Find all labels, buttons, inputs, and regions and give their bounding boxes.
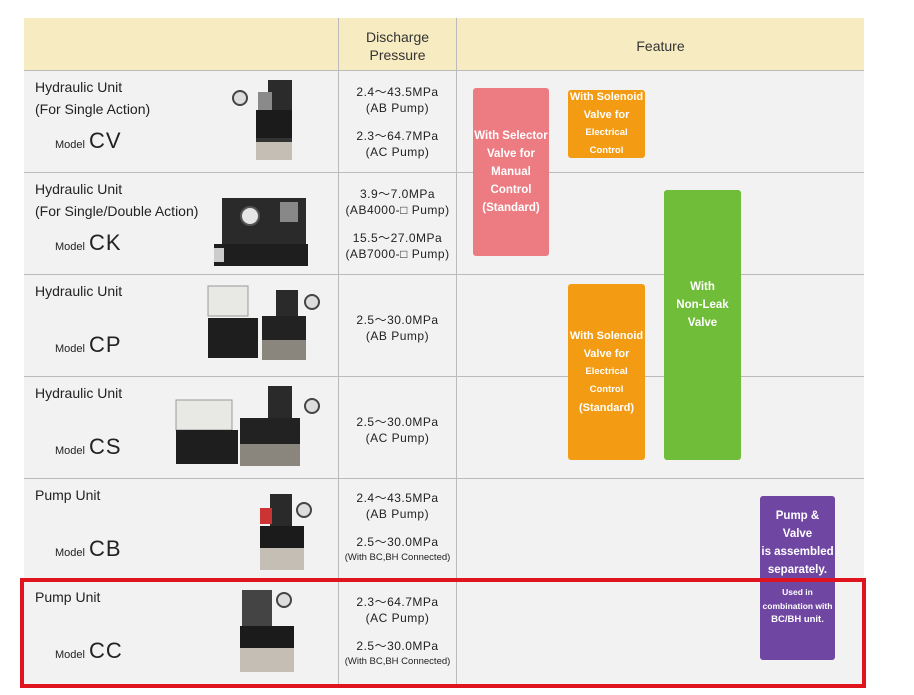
feature-non-leak-valve: With Non-Leak Valve	[664, 190, 741, 460]
row-label-cp: Hydraulic Unit	[35, 283, 123, 299]
pressure-cc-1: 2.3～64.7MPa(AC Pump)	[356, 595, 439, 625]
pressure-cs-1: 2.5～30.0MPa(AC Pump)	[356, 415, 439, 445]
pressure-cp-1: 2.5～30.0MPa(AB Pump)	[356, 313, 439, 343]
feature-solenoid-valve-1: With Solenoid Valve for Electrical Contr…	[568, 90, 645, 158]
product-image-cp	[207, 285, 320, 360]
row-label-cs: Hydraulic Unit	[35, 385, 123, 401]
column-divider	[456, 18, 457, 686]
pressure-cb-2: 2.5～30.0MPa(With BC,BH Connected)	[344, 535, 451, 563]
pressure-cv-2: 2.3～64.7MPa(AC Pump)	[356, 129, 439, 159]
row-divider	[24, 376, 864, 377]
column-divider	[338, 18, 339, 686]
pressure-cv-1: 2.4～43.5MPa(AB Pump)	[356, 85, 439, 115]
row-divider	[24, 70, 864, 71]
feature-solenoid-valve-2: With Solenoid Valve for Electrical Contr…	[568, 284, 645, 460]
feature-selector-valve: With Selector Valve for Manual Control (…	[473, 88, 549, 256]
row-label-ck: Hydraulic Unit (For Single/Double Action…	[35, 181, 199, 219]
product-image-cs	[175, 386, 320, 466]
row-divider	[24, 478, 864, 479]
pressure-cb-1: 2.4～43.5MPa(AB Pump)	[356, 491, 439, 521]
pressure-cc-2: 2.5～30.0MPa(With BC,BH Connected)	[344, 639, 451, 667]
product-image-cv	[232, 80, 292, 160]
row-divider	[24, 274, 864, 275]
row-label-cc: Pump Unit	[35, 589, 101, 605]
pressure-ck-1: 3.9～7.0MPa(AB4000-□ Pump)	[345, 187, 450, 217]
row-label-cb: Pump Unit	[35, 487, 101, 503]
product-image-ck	[214, 198, 308, 266]
pressure-ck-2: 15.5～27.0MPa(AB7000-□ Pump)	[345, 231, 450, 261]
highlight-frame-cc	[20, 578, 866, 688]
header-discharge-pressure: Discharge Pressure	[365, 29, 430, 63]
header-feature: Feature	[636, 38, 685, 54]
row-label-cv: Hydraulic Unit (For Single Action)	[35, 79, 151, 117]
product-image-cc	[240, 590, 294, 672]
row-divider	[24, 172, 864, 173]
table-header	[24, 18, 864, 70]
product-image-cb	[260, 494, 312, 570]
